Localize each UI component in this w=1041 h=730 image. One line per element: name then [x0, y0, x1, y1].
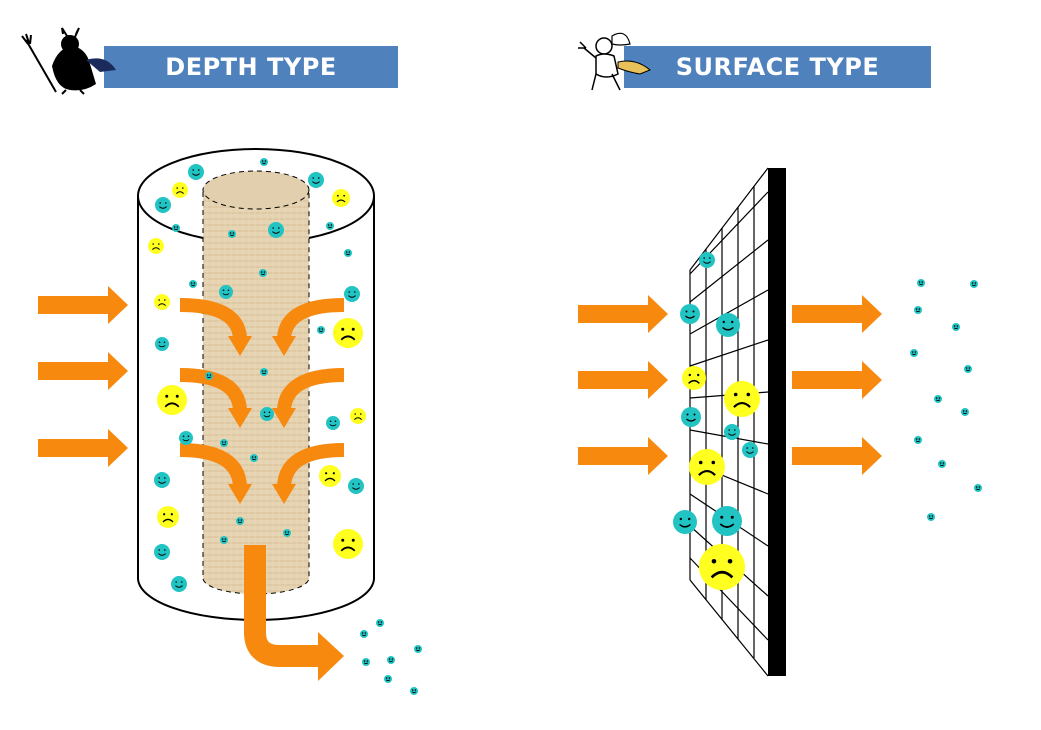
smiley-face-icon	[179, 431, 193, 445]
smiley-face-icon	[938, 460, 946, 468]
surface-inflow-arrows	[578, 295, 668, 475]
smiley-face-icon	[220, 536, 228, 544]
smiley-face-icon	[410, 687, 418, 695]
smiley-face-icon	[742, 442, 758, 458]
smiley-face-icon	[220, 439, 228, 447]
smiley-face-icon	[205, 372, 213, 380]
smiley-face-icon	[189, 280, 197, 288]
smiley-face-icon	[917, 279, 925, 287]
smiley-face-icon	[260, 158, 268, 166]
depth-outlet-arrow	[244, 545, 344, 681]
frowning-face-icon	[350, 408, 366, 424]
smiley-face-icon	[260, 368, 268, 376]
smiley-face-icon	[699, 252, 715, 268]
particles	[148, 158, 982, 695]
smiley-face-icon	[414, 645, 422, 653]
frowning-face-icon	[682, 366, 706, 390]
smiley-face-icon	[952, 323, 960, 331]
smiley-face-icon	[259, 269, 267, 277]
frowning-face-icon	[689, 449, 725, 485]
smiley-face-icon	[236, 517, 244, 525]
smiley-face-icon	[154, 472, 170, 488]
frowning-face-icon	[333, 529, 363, 559]
smiley-face-icon	[326, 222, 334, 230]
smiley-face-icon	[268, 222, 284, 238]
depth-inflow-arrows	[38, 286, 128, 467]
smiley-face-icon	[308, 172, 324, 188]
smiley-face-icon	[934, 395, 942, 403]
smiley-face-icon	[964, 365, 972, 373]
smiley-face-icon	[250, 454, 258, 462]
surface-outflow-arrows	[792, 295, 882, 475]
frowning-face-icon	[157, 385, 187, 415]
smiley-face-icon	[188, 164, 204, 180]
surface-type-title: SURFACE TYPE	[624, 46, 931, 88]
smiley-face-icon	[260, 407, 274, 421]
smiley-face-icon	[914, 306, 922, 314]
smiley-face-icon	[344, 286, 360, 302]
depth-internal-flow-arrows	[179, 298, 345, 487]
smiley-face-icon	[154, 544, 170, 560]
smiley-face-icon	[724, 424, 740, 440]
smiley-face-icon	[376, 619, 384, 627]
smiley-face-icon	[155, 337, 169, 351]
depth-internal-arrowheads	[228, 336, 296, 504]
smiley-face-icon	[228, 230, 236, 238]
smiley-face-icon	[219, 285, 233, 299]
smiley-face-icon	[680, 304, 700, 324]
frowning-face-icon	[332, 189, 350, 207]
frowning-face-icon	[724, 381, 760, 417]
smiley-face-icon	[681, 407, 701, 427]
cherub-mascot-icon	[578, 32, 651, 91]
frowning-face-icon	[333, 318, 363, 348]
smiley-face-icon	[155, 197, 171, 213]
frowning-face-icon	[699, 544, 745, 590]
frowning-face-icon	[148, 238, 164, 254]
smiley-face-icon	[384, 675, 392, 683]
devil-mascot-icon	[21, 27, 116, 95]
smiley-face-icon	[970, 280, 978, 288]
smiley-face-icon	[171, 576, 187, 592]
smiley-face-icon	[914, 436, 922, 444]
smiley-face-icon	[172, 224, 180, 232]
smiley-face-icon	[326, 416, 340, 430]
frowning-face-icon	[157, 506, 179, 528]
frowning-face-icon	[172, 182, 188, 198]
smiley-face-icon	[961, 408, 969, 416]
frowning-face-icon	[154, 294, 170, 310]
smiley-face-icon	[673, 510, 697, 534]
smiley-face-icon	[712, 506, 742, 536]
smiley-face-icon	[283, 529, 291, 537]
smiley-face-icon	[927, 513, 935, 521]
smiley-face-icon	[317, 326, 325, 334]
smiley-face-icon	[362, 658, 370, 666]
smiley-face-icon	[716, 313, 740, 337]
surface-filter-membrane	[689, 167, 786, 677]
smiley-face-icon	[974, 484, 982, 492]
smiley-face-icon	[344, 249, 352, 257]
frowning-face-icon	[319, 465, 341, 487]
smiley-face-icon	[387, 656, 395, 664]
smiley-face-icon	[348, 478, 364, 494]
smiley-face-icon	[910, 349, 918, 357]
depth-type-title: DEPTH TYPE	[104, 46, 398, 88]
smiley-face-icon	[360, 630, 368, 638]
